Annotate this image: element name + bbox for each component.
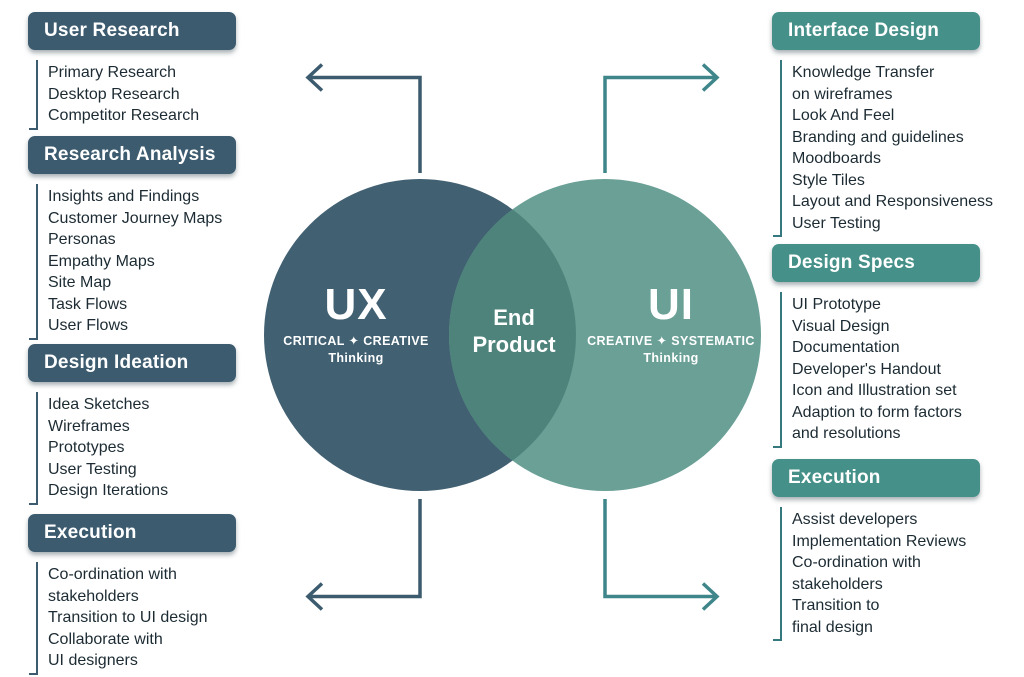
- section-header-execution-ux: Execution: [28, 514, 236, 552]
- list-item: Personas: [48, 231, 116, 248]
- list-item: Task Flows: [48, 295, 128, 313]
- list-item: User Testing: [48, 460, 137, 478]
- list-item: UI Prototype: [792, 296, 881, 313]
- ux-subtitle: CRITICAL ✦ CREATIVE: [283, 334, 429, 348]
- arrow-bottom-left: [309, 499, 422, 599]
- list-item: Visual Design: [792, 317, 890, 335]
- section-title: Execution: [788, 467, 881, 488]
- section-header-research-analysis: Research Analysis: [28, 136, 236, 174]
- section-title: Interface Design: [788, 20, 940, 41]
- list-item: Assist developers: [792, 511, 918, 528]
- list-item: Knowledge Transfer on wireframes: [792, 64, 935, 103]
- list-item: Implementation Reviews: [792, 532, 967, 550]
- list-item: Co-ordination with stakeholders: [792, 554, 921, 593]
- section-header-user-research: User Research: [28, 12, 236, 50]
- ux-label: UX: [324, 280, 388, 329]
- panel-user-research: User Research Primary Research Desktop R…: [28, 12, 240, 130]
- panel-execution-ui: Execution Assist developers Implementati…: [772, 459, 1018, 641]
- list-item: Documentation: [792, 339, 900, 356]
- section-header-interface-design: Interface Design: [772, 12, 980, 50]
- execution-ui-items: Assist developers Implementation Reviews…: [773, 507, 1018, 641]
- list-item: Site Map: [48, 274, 112, 291]
- list-item: Look And Feel: [792, 107, 895, 124]
- end-product-label-block: End Product: [449, 304, 579, 358]
- arrow-bottom-right-head-icon: [701, 582, 720, 611]
- list-item: Style Tiles: [792, 171, 865, 189]
- section-title: Design Specs: [788, 252, 916, 273]
- overlap-region: [449, 179, 576, 491]
- list-item: Idea Sketches: [48, 396, 150, 413]
- ux-label-block: UX CRITICAL ✦ CREATIVE Thinking: [263, 282, 449, 367]
- list-item: Branding and guidelines: [792, 128, 964, 146]
- ui-label-block: UI CREATIVE ✦ SYSTEMATIC Thinking: [579, 282, 763, 367]
- list-item: Transition to UI design: [48, 609, 208, 626]
- section-title: User Research: [44, 20, 180, 41]
- arrow-top-right-head-icon: [701, 63, 720, 92]
- end-product-line1: End: [493, 305, 535, 330]
- arrow-top-left-head-icon: [305, 63, 324, 92]
- ui-subtitle2: Thinking: [643, 351, 699, 365]
- panel-interface-design: Interface Design Knowledge Transfer on w…: [772, 12, 1018, 237]
- design-specs-items: UI Prototype Visual Design Documentation…: [773, 292, 1018, 448]
- list-item: Primary Research: [48, 64, 177, 81]
- ux-subtitle2: Thinking: [328, 351, 384, 365]
- list-item: Transition to final design: [792, 597, 880, 636]
- list-item: Empathy Maps: [48, 252, 155, 270]
- section-title: Execution: [44, 522, 137, 543]
- list-item: Co-ordination with stakeholders: [48, 566, 177, 605]
- list-item: User Testing: [792, 214, 881, 232]
- list-item: Customer Journey Maps: [48, 209, 223, 227]
- list-item: Insights and Findings: [48, 188, 200, 205]
- list-item: Collaborate with UI designers: [48, 630, 163, 670]
- list-item: Moodboards: [792, 150, 881, 167]
- section-header-design-specs: Design Specs: [772, 244, 980, 282]
- panel-research-analysis: Research Analysis Insights and Findings …: [28, 136, 240, 340]
- list-item: Adaption to form factors and resolutions: [792, 403, 962, 443]
- list-item: Design Iterations: [48, 482, 169, 499]
- panel-execution-ux: Execution Co-ordination with stakeholder…: [28, 514, 240, 675]
- interface-design-items: Knowledge Transfer on wireframes Look An…: [773, 60, 1018, 237]
- list-item: Wireframes: [48, 417, 130, 435]
- ui-subtitle: CREATIVE ✦ SYSTEMATIC: [587, 334, 755, 348]
- list-item: Prototypes: [48, 439, 125, 456]
- list-item: Icon and Illustration set: [792, 382, 957, 399]
- section-header-execution-ui: Execution: [772, 459, 980, 497]
- ui-label: UI: [648, 280, 694, 329]
- panel-design-specs: Design Specs UI Prototype Visual Design …: [772, 244, 1018, 448]
- arrow-bottom-left-head-icon: [305, 582, 324, 611]
- execution-ux-items: Co-ordination with stakeholders Transiti…: [29, 562, 240, 675]
- ui-arrows: [603, 63, 720, 611]
- ux-arrows: [305, 63, 422, 611]
- end-product-line2: Product: [472, 332, 556, 357]
- user-research-items: Primary Research Desktop Research Compet…: [29, 60, 240, 130]
- panel-design-ideation: Design Ideation Idea Sketches Wireframes…: [28, 344, 240, 505]
- design-ideation-items: Idea Sketches Wireframes Prototypes User…: [29, 392, 240, 505]
- section-title: Research Analysis: [44, 144, 216, 165]
- arrow-bottom-right: [603, 499, 716, 599]
- section-header-design-ideation: Design Ideation: [28, 344, 236, 382]
- list-item: Desktop Research: [48, 85, 180, 103]
- list-item: User Flows: [48, 317, 129, 334]
- research-analysis-items: Insights and Findings Customer Journey M…: [29, 184, 240, 340]
- arrow-top-right: [603, 75, 716, 173]
- section-title: Design Ideation: [44, 352, 189, 373]
- list-item: Layout and Responsiveness: [792, 193, 994, 210]
- list-item: Developer's Handout: [792, 360, 941, 378]
- list-item: Competitor Research: [48, 107, 200, 124]
- arrow-top-left: [309, 75, 422, 173]
